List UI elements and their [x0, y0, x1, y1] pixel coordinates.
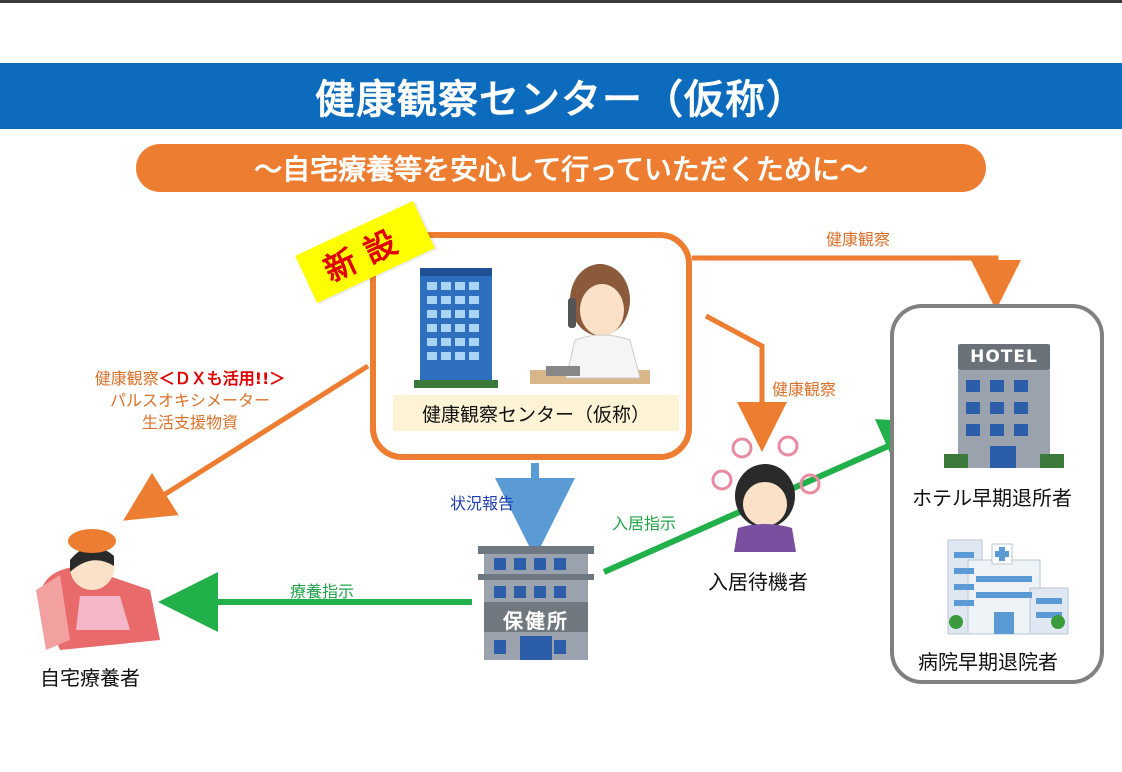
node-hotel-discharge: ホテル早期退所者 [912, 486, 1072, 510]
arrow-observe-waiting [704, 313, 787, 452]
label-pulse-oximeter: パルスオキシメーター [109, 391, 270, 410]
label-admission-instruction: 入居指示 [612, 514, 677, 533]
hospital-building-icon [947, 539, 1069, 635]
center-name-label: 健康観察センター（仮称） [393, 395, 679, 431]
label-status-report: 状況報告 [450, 494, 515, 513]
sick-person-in-bed-icon [36, 529, 160, 650]
node-waiting-patient: 入居待機者 [708, 570, 808, 594]
phone-operator-icon [530, 264, 650, 384]
arrow-observe-hotel [692, 255, 1021, 310]
label-dx-note: ＜ＤＸも活用!!＞ [158, 369, 286, 388]
office-building-icon [414, 268, 498, 388]
top-rule [0, 0, 1122, 3]
label-observe-home-prefix: 健康観察 [94, 369, 159, 388]
page-title: 健康観察センター（仮称） [0, 63, 1122, 129]
label-observe-home: 健康観察＜ＤＸも活用!!＞ パルスオキシメーター 生活支援物資 [70, 368, 310, 434]
health-center-building-icon [478, 546, 594, 660]
label-observe-waiting: 健康観察 [772, 380, 837, 399]
label-observe-hotel: 健康観察 [826, 230, 891, 249]
label-treatment-instruction: 療養指示 [290, 582, 355, 601]
label-living-supplies: 生活支援物資 [141, 413, 238, 432]
node-home-patient: 自宅療養者 [40, 666, 140, 690]
node-hospital-discharge: 病院早期退院者 [918, 650, 1058, 674]
subtitle-banner: ～自宅療養等を安心して行っていただくために～ [136, 144, 986, 192]
health-center-sign-text: 保健所 [503, 609, 569, 633]
hotel-building-icon [944, 344, 1064, 468]
waiting-person-icon [711, 435, 821, 552]
hotel-sign-text: HOTEL [970, 347, 1038, 367]
arrow-observe-home [123, 363, 370, 521]
